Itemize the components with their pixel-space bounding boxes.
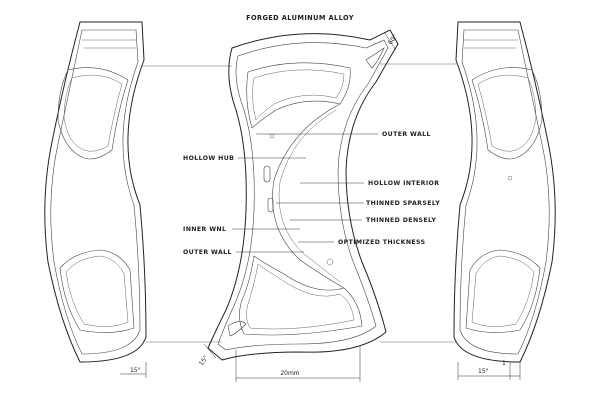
right-angle-dimension: 15°: [478, 368, 489, 375]
bottom-angle-dimension: 15°: [198, 354, 210, 367]
callouts: OUTER WALL HOLLOW HUB HOLLOW INTERIOR TH…: [183, 131, 440, 256]
label-outer-wall-right: OUTER WALL: [382, 131, 431, 138]
width-dimension: 20mm: [280, 370, 299, 377]
label-thinned-densely: THINNED DENSELY: [366, 217, 436, 224]
projection-lines: [142, 63, 458, 343]
center-part-view: [207, 29, 399, 361]
label-hollow-hub: HOLLOW HUB: [183, 155, 234, 162]
label-hollow-interior: HOLLOW INTERIOR: [368, 180, 439, 187]
center-dimensions: 20mm 60° 15°: [198, 31, 399, 382]
drawing-title: FORGED ALUMINUM ALLOY: [246, 14, 354, 22]
right-side-view: 1 15°: [453, 21, 556, 380]
label-outer-wall-left: OUTER WALL: [183, 249, 232, 256]
left-side-view: 15°: [44, 21, 147, 378]
label-thinned-sparsely: THINNED SPARSELY: [366, 200, 440, 207]
label-inner-wall: INNER WNL: [183, 226, 226, 233]
right-small-dimension: 1: [502, 360, 506, 367]
label-optimized-thickness: OPTIMIZED THICKNESS: [338, 239, 425, 246]
left-angle-dimension: 15°: [130, 367, 141, 374]
top-angle-dimension: 60°: [387, 33, 399, 46]
